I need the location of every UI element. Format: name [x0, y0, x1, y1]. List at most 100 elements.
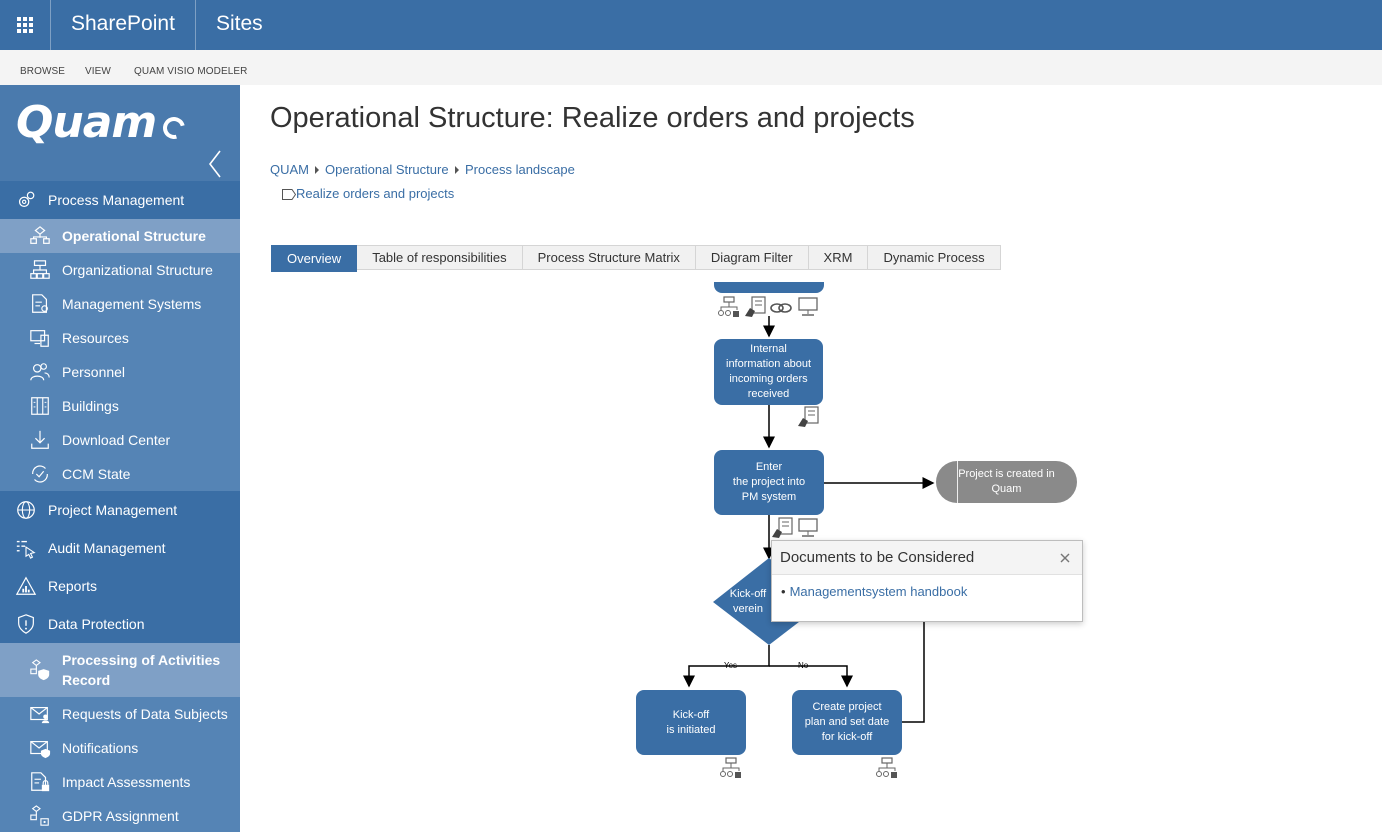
- decision-label[interactable]: Kick-off verein: [729, 588, 767, 615]
- event-divider: [957, 461, 958, 503]
- nav-requests-data-subjects[interactable]: Requests of Data Subjects: [0, 697, 240, 731]
- nav-download-center[interactable]: Download Center: [0, 423, 240, 457]
- edge-label-yes: Yes: [724, 661, 738, 670]
- nav-label: Impact Assessments: [62, 774, 191, 790]
- tab-xrm[interactable]: XRM: [808, 245, 869, 270]
- nav-label: Process Management: [48, 192, 185, 208]
- flowchart-icon: [28, 224, 52, 248]
- breadcrumb-operational-structure[interactable]: Operational Structure: [325, 162, 449, 177]
- nav-buildings[interactable]: Buildings: [0, 389, 240, 423]
- chart-warning-icon: [14, 574, 38, 598]
- documents-popup: Documents to be Considered •Managementsy…: [771, 540, 1083, 622]
- nav-organizational-structure[interactable]: Organizational Structure: [0, 253, 240, 287]
- nav-label: Resources: [62, 330, 129, 346]
- breadcrumb-process-landscape[interactable]: Process landscape: [465, 162, 575, 177]
- quam-logo[interactable]: Quam: [16, 97, 157, 148]
- breadcrumb-separator-icon: [455, 166, 459, 174]
- breadcrumb-current-label: Realize orders and projects: [296, 186, 455, 201]
- link-icon[interactable]: [770, 296, 792, 318]
- node-kickoff-initiated[interactable]: Kick-off is initiated: [636, 690, 746, 755]
- ribbon: BROWSE VIEW QUAM VISIO MODELER: [0, 50, 1382, 85]
- nav-resources[interactable]: Resources: [0, 321, 240, 355]
- breadcrumb-current[interactable]: Realize orders and projects: [282, 186, 454, 201]
- suite-divider: [195, 0, 196, 50]
- page-title: Operational Structure: Realize orders an…: [270, 102, 915, 134]
- nav-label: Requests of Data Subjects: [62, 706, 228, 722]
- tab-dynamic-process[interactable]: Dynamic Process: [868, 245, 1001, 270]
- monitor-icon[interactable]: [797, 296, 819, 318]
- sidebar: Quam Process Management Operational Stru…: [0, 85, 240, 832]
- nav-notifications[interactable]: Notifications: [0, 731, 240, 765]
- sharepoint-brand[interactable]: SharePoint: [71, 12, 175, 35]
- building-icon: [28, 394, 52, 418]
- nav-label: Project Management: [48, 502, 178, 518]
- cycle-icon: [28, 462, 52, 486]
- nav-label: Operational Structure: [62, 228, 206, 244]
- edge-label-no: No: [798, 661, 809, 670]
- list-cursor-icon: [14, 536, 38, 560]
- node-create-project-plan[interactable]: Create project plan and set date for kic…: [792, 690, 902, 755]
- nav-management-systems[interactable]: Management Systems: [0, 287, 240, 321]
- document-link[interactable]: Managementsystem handbook: [789, 584, 968, 599]
- mail-person-icon: [28, 702, 52, 726]
- document-hand-icon[interactable]: [771, 517, 793, 539]
- tab-bar: Overview Table of responsibilities Proce…: [271, 245, 1001, 272]
- connector: [769, 665, 853, 688]
- flow-shield-icon: [28, 658, 52, 682]
- close-icon[interactable]: [1056, 549, 1074, 567]
- popup-body: •Managementsystem handbook: [772, 575, 1082, 608]
- org-chart-lock-icon[interactable]: [720, 757, 742, 779]
- org-chart-lock-icon[interactable]: [876, 757, 898, 779]
- nav-label: Processing of Activities Record: [62, 652, 221, 688]
- shield-icon: [14, 612, 38, 636]
- ribbon-tab-quam-visio-modeler[interactable]: QUAM VISIO MODELER: [134, 66, 248, 77]
- nav-ccm-state[interactable]: CCM State: [0, 457, 240, 491]
- nav-label: Management Systems: [62, 296, 202, 312]
- download-icon: [28, 428, 52, 452]
- nav-audit-management[interactable]: Audit Management: [0, 529, 240, 567]
- nav-label: Reports: [48, 578, 98, 594]
- nav-label: Data Protection: [48, 616, 145, 632]
- collapse-sidebar-icon[interactable]: [206, 149, 226, 179]
- devices-icon: [28, 326, 52, 350]
- nav-label: Buildings: [62, 398, 119, 414]
- node-enter-project[interactable]: Enter the project into PM system: [714, 450, 824, 515]
- nav-gdpr-assignment[interactable]: GDPR Assignment: [0, 799, 240, 832]
- nav-personnel[interactable]: Personnel: [0, 355, 240, 389]
- breadcrumb-quam[interactable]: QUAM: [270, 162, 309, 177]
- node-internal-information[interactable]: Internal information about incoming orde…: [714, 339, 823, 405]
- tab-table-of-responsibilities[interactable]: Table of responsibilities: [357, 245, 523, 270]
- decision-diamond: [713, 558, 825, 645]
- ribbon-tab-browse[interactable]: BROWSE: [20, 66, 66, 77]
- nav-data-protection[interactable]: Data Protection: [0, 605, 240, 643]
- tab-diagram-filter[interactable]: Diagram Filter: [695, 245, 809, 270]
- nav-label: Notifications: [62, 740, 139, 756]
- org-chart-lock-icon[interactable]: [718, 296, 740, 318]
- app-launcher-icon[interactable]: [0, 0, 50, 50]
- connector: [683, 645, 770, 688]
- nav-process-management[interactable]: Process Management: [0, 181, 240, 219]
- tab-overview[interactable]: Overview: [271, 245, 358, 272]
- document-hand-icon[interactable]: [797, 406, 819, 428]
- nav-label: Download Center: [62, 432, 171, 448]
- flow-lock-icon: [28, 804, 52, 828]
- process-shape-icon: [282, 188, 297, 200]
- tab-process-structure-matrix[interactable]: Process Structure Matrix: [522, 245, 696, 270]
- nav-operational-structure[interactable]: Operational Structure: [0, 219, 240, 253]
- document-hand-icon[interactable]: [744, 296, 766, 318]
- ribbon-tab-view[interactable]: VIEW: [85, 66, 111, 77]
- sites-link[interactable]: Sites: [216, 12, 263, 35]
- event-project-created[interactable]: Project is created in Quam: [936, 461, 1077, 503]
- monitor-icon[interactable]: [797, 517, 819, 539]
- nav-processing-activities-record[interactable]: Processing of Activities Record: [0, 643, 240, 697]
- people-icon: [28, 360, 52, 384]
- connector: [902, 620, 925, 723]
- nav-label: Personnel: [62, 364, 126, 380]
- nav-label: Audit Management: [48, 540, 166, 556]
- document-icon: [28, 292, 52, 316]
- nav-label: GDPR Assignment: [62, 808, 179, 824]
- nav-reports[interactable]: Reports: [0, 567, 240, 605]
- suite-bar: SharePoint Sites: [0, 0, 1382, 50]
- nav-impact-assessments[interactable]: Impact Assessments: [0, 765, 240, 799]
- nav-project-management[interactable]: Project Management: [0, 491, 240, 529]
